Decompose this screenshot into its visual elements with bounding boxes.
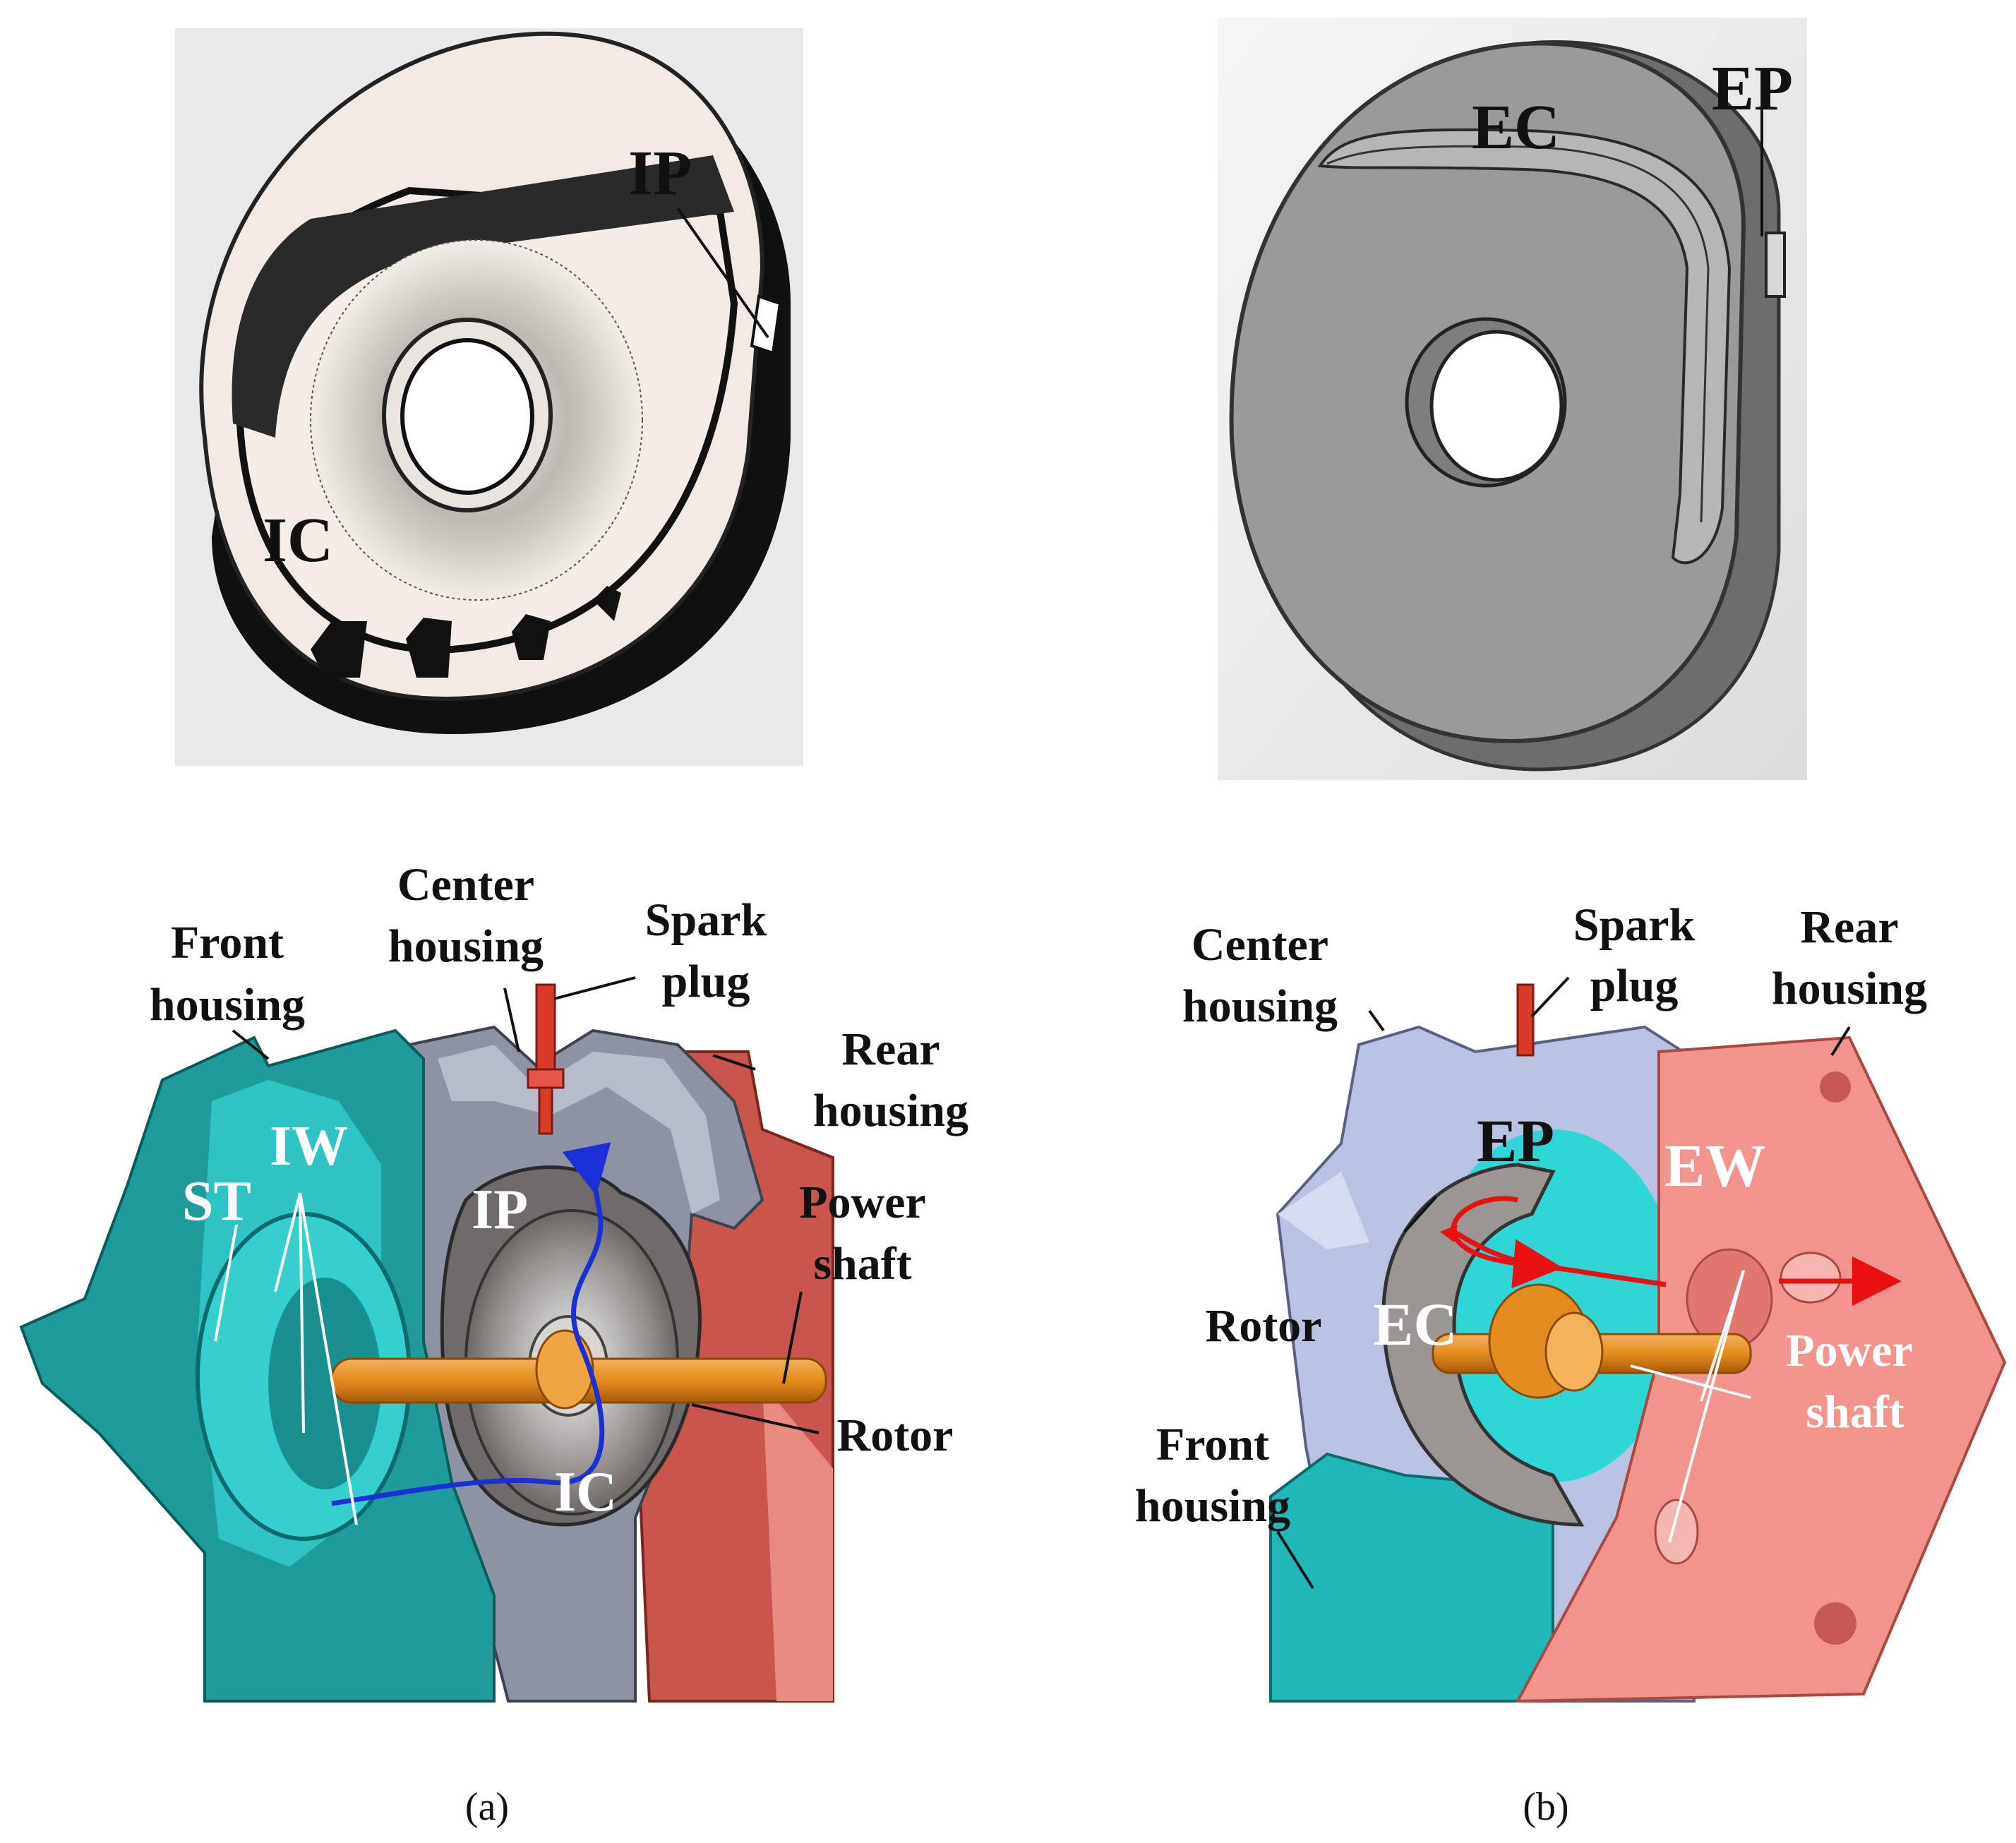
a-ip-label: IP: [472, 1179, 528, 1241]
b-spark-plug-label-2: plug: [1590, 960, 1679, 1011]
a-rear-housing-label-1: Rear: [841, 1023, 940, 1075]
b-center-housing-label-2: housing: [1182, 980, 1338, 1032]
b-power-shaft-label-2: shaft: [1806, 1386, 1904, 1438]
a-ic-label: IC: [554, 1461, 617, 1523]
a-front-housing-label-1: Front: [171, 917, 284, 968]
b-spark-plug-label-1: Spark: [1573, 899, 1696, 951]
top-label-ec: EC: [1472, 92, 1560, 162]
caption-b: (b): [1523, 1785, 1568, 1829]
exhaust-housing-render: [1218, 18, 1807, 780]
top-label-ip: IP: [628, 138, 692, 208]
b-ep-label: EP: [1477, 1107, 1554, 1175]
a-iw-label: IW: [270, 1115, 348, 1177]
b-rear-housing-label-2: housing: [1772, 963, 1927, 1014]
a-center-housing-label-1: Center: [397, 859, 534, 911]
a-power-shaft-label-1: Power: [799, 1177, 926, 1228]
intake-housing-render: [175, 28, 803, 766]
a-center-housing-label-2: housing: [388, 920, 544, 972]
b-ew-label: EW: [1664, 1131, 1765, 1199]
b-center-housing-label-1: Center: [1192, 919, 1328, 971]
top-label-ep: EP: [1712, 54, 1793, 124]
a-rotor-label: Rotor: [837, 1410, 954, 1461]
panel-b-assembly: [1269, 976, 2007, 1703]
b-rotor-label: Rotor: [1206, 1300, 1322, 1352]
b-rear-housing-label-1: Rear: [1800, 901, 1898, 953]
caption-a: (a): [465, 1785, 509, 1829]
a-front-housing-label-2: housing: [150, 979, 305, 1031]
b-ec-label: EC: [1373, 1290, 1457, 1358]
a-spark-plug-label-1: Spark: [645, 894, 767, 946]
a-rear-housing-label-2: housing: [813, 1085, 968, 1136]
panel-a-assembly: [19, 976, 834, 1703]
a-spark-plug-label-2: plug: [662, 956, 750, 1007]
a-st-label: ST: [182, 1170, 251, 1232]
b-front-housing-label-2: housing: [1135, 1480, 1290, 1532]
b-front-housing-label-1: Front: [1156, 1419, 1269, 1470]
top-label-ic: IC: [263, 505, 333, 575]
b-power-shaft-label-1: Power: [1786, 1325, 1913, 1376]
a-power-shaft-label-2: shaft: [813, 1238, 911, 1290]
